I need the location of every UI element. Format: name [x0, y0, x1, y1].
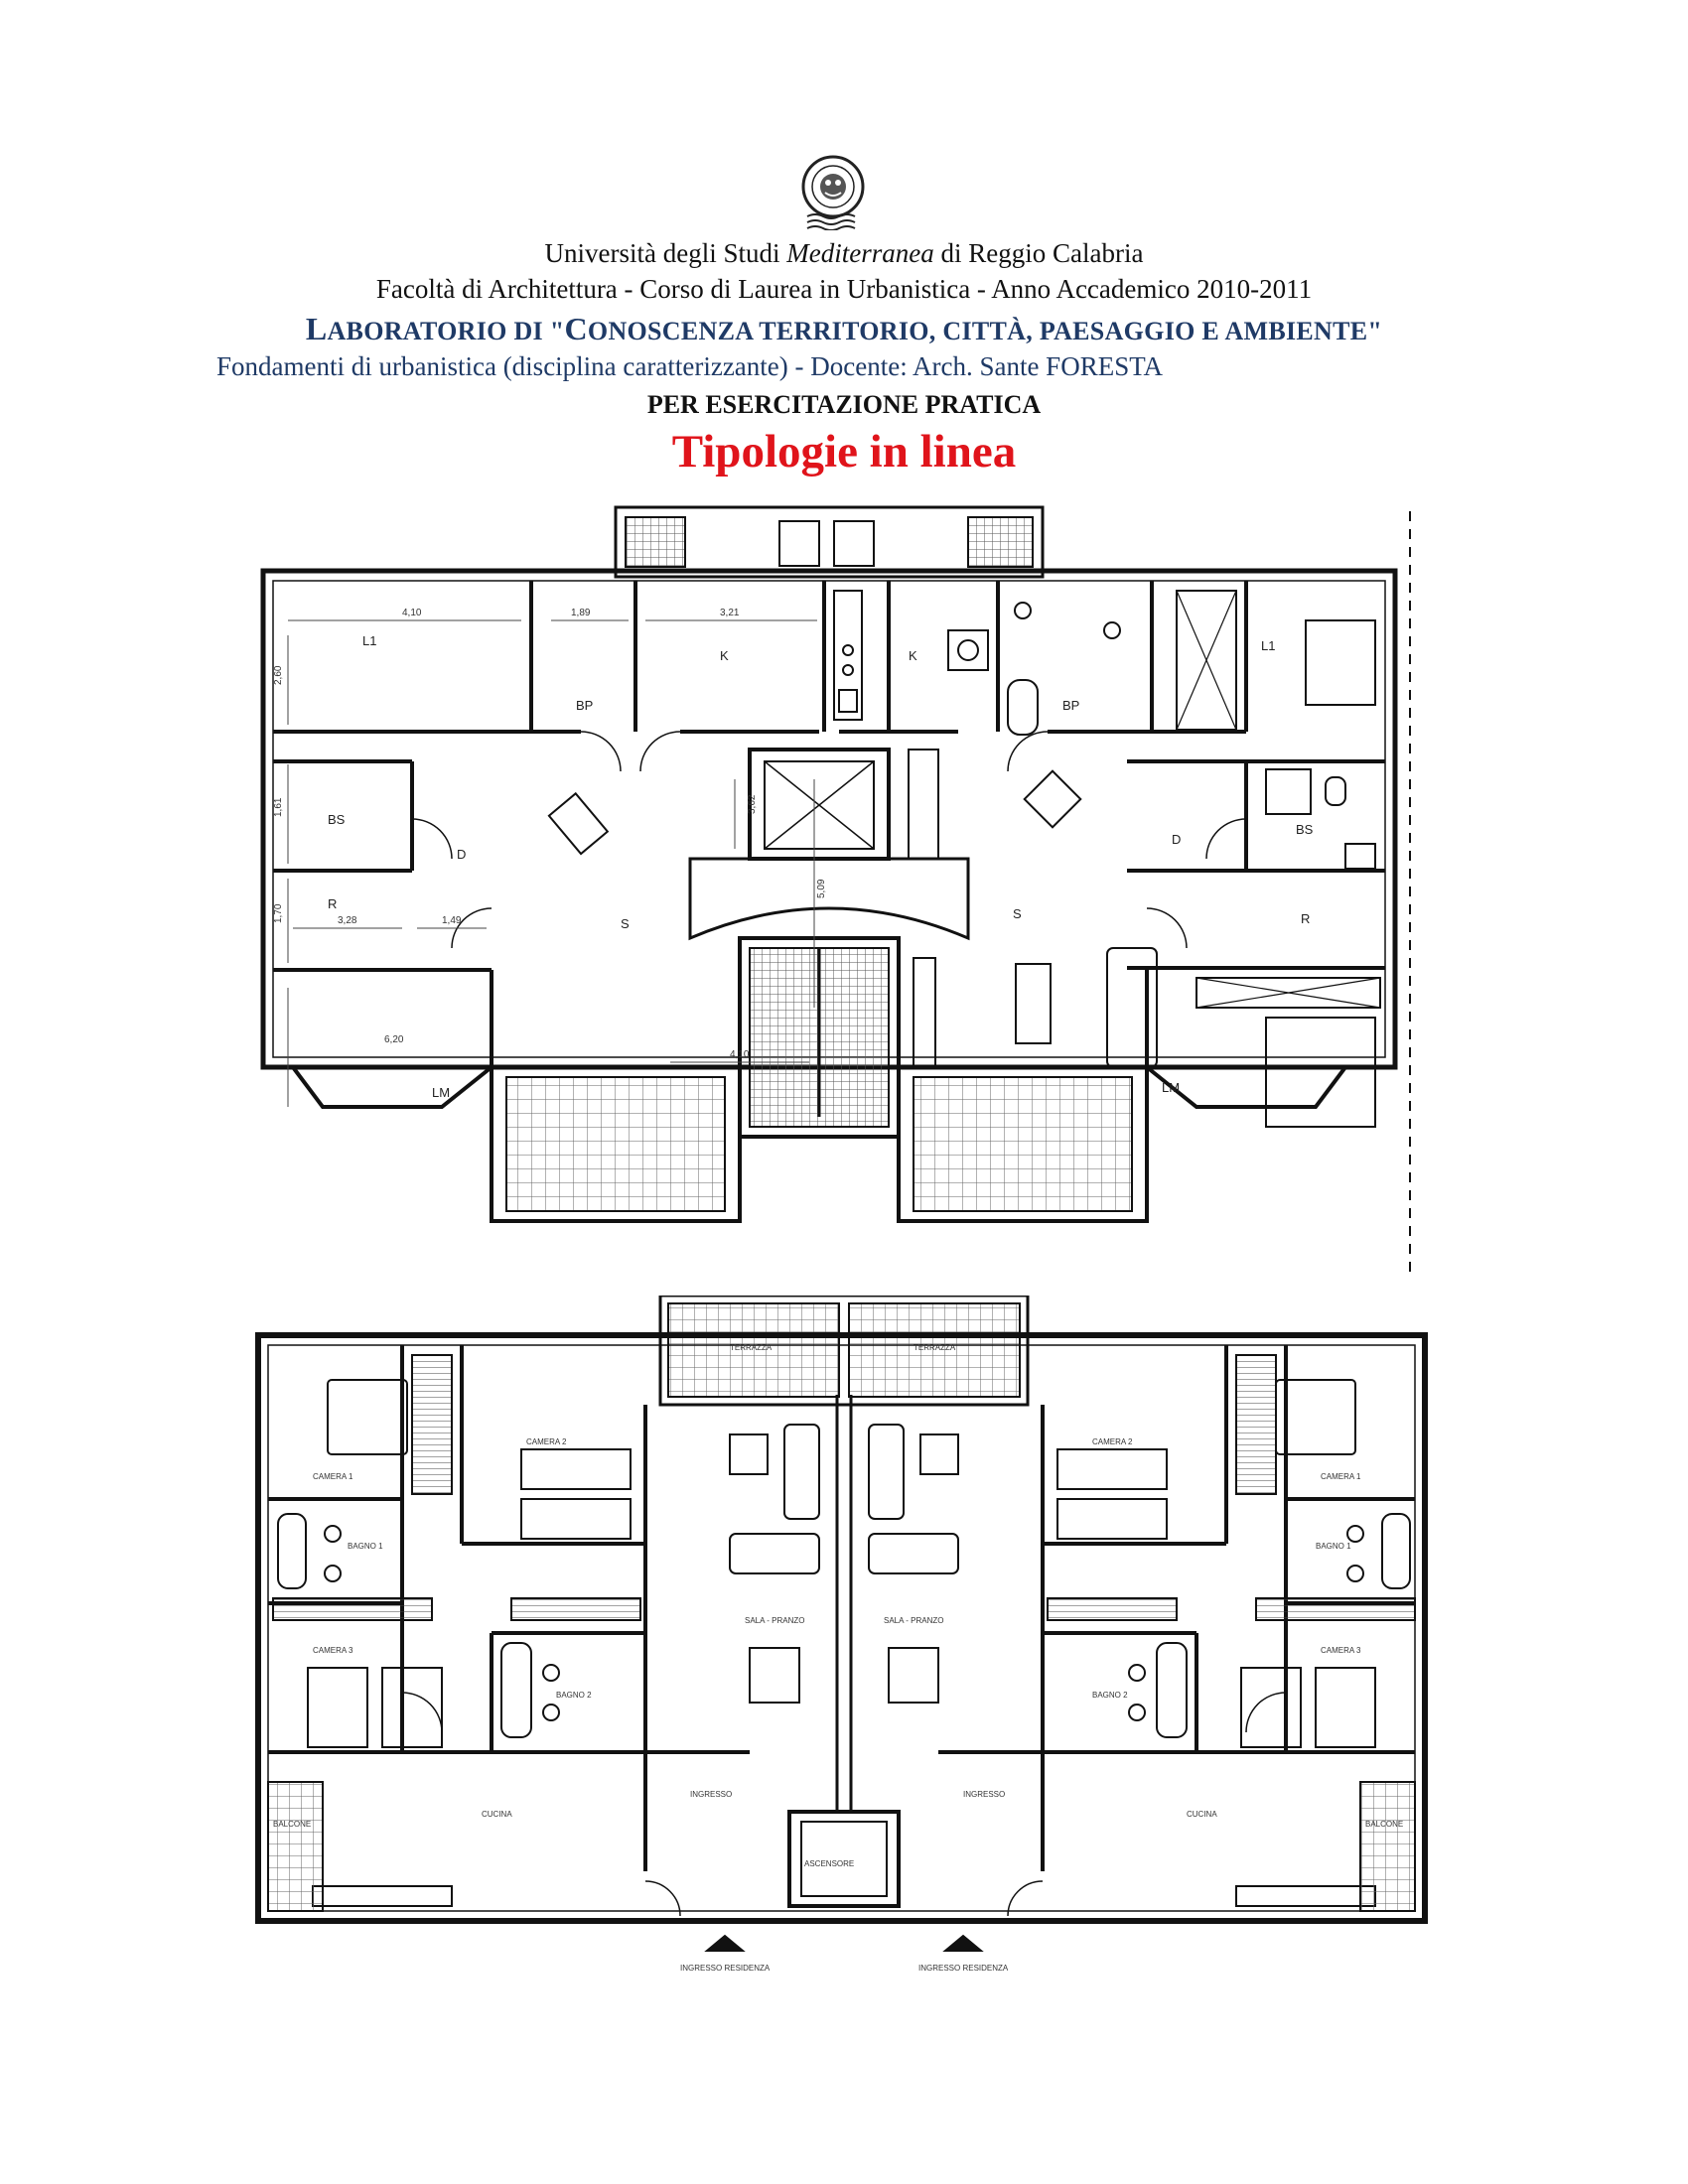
page-title: Tipologie in linea: [671, 426, 1017, 478]
dimension-label: 4,10: [402, 608, 422, 618]
stair-rail: [1255, 1597, 1416, 1621]
room-label: S: [621, 916, 630, 931]
room-label: BALCONE: [1365, 1820, 1403, 1829]
room-label: S: [1013, 906, 1022, 921]
course-line: Fondamenti di urbanistica (disciplina ca…: [216, 351, 1164, 381]
floor-plan-2: TERRAZZA TERRAZZA CAMERA 1 CAMERA 1 CAME…: [253, 1296, 1435, 1980]
room-label: R: [1301, 911, 1310, 926]
room-label: INGRESSO: [690, 1790, 732, 1799]
dimension-label: 1,61: [273, 797, 284, 817]
entrance-label: INGRESSO RESIDENZA: [680, 1964, 771, 1973]
room-label: CAMERA 2: [526, 1437, 567, 1446]
terrace-grid: [667, 1302, 840, 1398]
room-label: LM: [1162, 1080, 1180, 1095]
room-label: INGRESSO: [963, 1790, 1005, 1799]
room-label: TERRAZZA: [914, 1343, 956, 1352]
room-label: CAMERA 2: [1092, 1437, 1133, 1446]
dimension-label: 6,20: [384, 1034, 404, 1045]
stair-rail: [510, 1597, 641, 1621]
dimension-label: 1,89: [571, 608, 591, 618]
room-label: D: [1172, 832, 1181, 847]
room-label: BP: [1062, 698, 1079, 713]
room-label: BAGNO 2: [556, 1691, 592, 1700]
room-label: BP: [576, 698, 593, 713]
room-label: CAMERA 3: [1321, 1646, 1361, 1655]
room-label: L1: [1261, 638, 1275, 653]
dimension-label: 3,21: [720, 608, 740, 618]
balcony-hatch: [967, 516, 1034, 568]
dimension-label: 4,10: [730, 1049, 750, 1060]
room-label: BS: [1296, 822, 1314, 837]
dimension-label: 1,70: [273, 903, 284, 923]
room-label: CAMERA 3: [313, 1646, 353, 1655]
room-label: CUCINA: [482, 1810, 512, 1819]
room-label: TERRAZZA: [730, 1343, 773, 1352]
room-label: BS: [328, 812, 346, 827]
room-label: CUCINA: [1187, 1810, 1217, 1819]
balcony-grid: [1359, 1781, 1416, 1912]
room-label: L1: [362, 633, 376, 648]
room-label: SALA - PRANZO: [884, 1616, 943, 1625]
room-label: BAGNO 2: [1092, 1691, 1128, 1700]
room-label: BALCONE: [273, 1820, 311, 1829]
terrace-grid: [848, 1302, 1021, 1398]
room-label: ASCENSORE: [804, 1859, 854, 1868]
room-label: SALA - PRANZO: [745, 1616, 804, 1625]
room-label: CAMERA 1: [313, 1472, 353, 1481]
balcony-grid: [505, 1076, 726, 1212]
dimension-label: 1,49: [442, 915, 462, 926]
room-label: LM: [432, 1085, 450, 1100]
room-label: BAGNO 1: [348, 1542, 383, 1551]
exercise-line: PER ESERCITAZIONE PRATICA: [646, 390, 1042, 419]
university-name: Università degli Studi Mediterranea di R…: [544, 238, 1144, 268]
dimension-label: 5,09: [816, 879, 827, 898]
room-label: D: [457, 847, 466, 862]
stair-rail: [411, 1354, 453, 1495]
floor-plan-1: 4,10 1,89 3,21 2,60 1,61 1,70 3,28 1,49 …: [253, 501, 1425, 1286]
stair-rail: [272, 1597, 433, 1621]
room-label: CAMERA 1: [1321, 1472, 1361, 1481]
room-label: R: [328, 896, 337, 911]
faculty-line: Facoltà di Architettura - Corso di Laure…: [375, 274, 1313, 304]
stair-rail: [1235, 1354, 1277, 1495]
dimension-label: 2,60: [273, 665, 284, 685]
room-label: K: [720, 648, 729, 663]
stair-rail: [1047, 1597, 1178, 1621]
laboratory-title: LABORATORIO DI "CONOSCENZA TERRITORIO, C…: [305, 311, 1383, 346]
balcony-hatch: [625, 516, 686, 568]
entrance-label: INGRESSO RESIDENZA: [918, 1964, 1009, 1973]
university-seal-logo: [795, 151, 871, 231]
room-label: K: [909, 648, 917, 663]
balcony-grid: [913, 1076, 1133, 1212]
room-label: BAGNO 1: [1316, 1542, 1351, 1551]
balcony-grid: [267, 1781, 324, 1912]
dimension-label: 3,28: [338, 915, 357, 926]
dimension-label: 3,62: [747, 794, 758, 814]
